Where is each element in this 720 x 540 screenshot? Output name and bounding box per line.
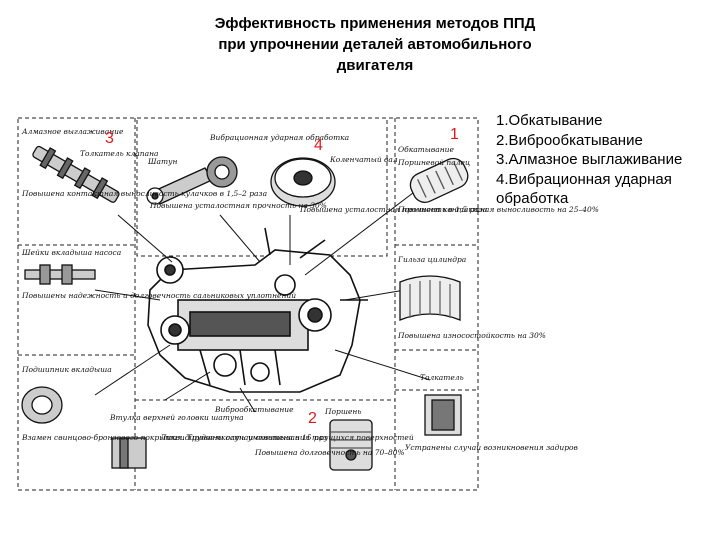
callout-sleeve-note: Ликвидированы случаи схватывания трущихс… [159, 433, 414, 442]
method-item-2: 2.Виброобкатывание [496, 131, 643, 149]
crankshaft-sketch [32, 145, 120, 203]
callout-rolling-title: Обкатывание [398, 145, 455, 154]
pump-shaft-sketch [24, 264, 96, 285]
title-line-1: Эффективность применения методов ППД [214, 15, 536, 32]
dashed-frames [17, 117, 479, 491]
leader-lines [94, 179, 431, 413]
callout-vibro-title: Вибрационная ударная обработка [209, 133, 349, 142]
engine-block [147, 227, 368, 393]
marker-1: 1 [450, 126, 459, 143]
page-title: Эффективность применения методов ППД при… [170, 13, 580, 76]
callout-rod-note: Повышена усталостная прочность на 30% [149, 201, 327, 210]
marker-3: 3 [105, 130, 114, 147]
gear-sketch [270, 157, 336, 207]
cylinder-sketch [399, 275, 461, 321]
liner-sketch [409, 157, 469, 203]
callout-crankshaft: Коленчатый вал [329, 155, 398, 164]
method-item-3: 3.Алмазное выглаживание [496, 151, 683, 168]
title-line-3: двигателя [336, 57, 414, 74]
callout-labels: Алмазное выглаживание Толкатель клапана … [21, 127, 599, 457]
callout-tappet-note: Устранены случаи возникновения задиров [405, 443, 579, 452]
callout-rod: Шатун [147, 157, 177, 166]
tappet-sketch [424, 394, 462, 436]
title-line-2: при упрочнении деталей автомобильного [218, 36, 532, 53]
callout-crankshaft-note: Повышена контактная выносливость кулачко… [21, 189, 267, 198]
callout-vibro-rolling: Виброобкатывание [214, 405, 294, 414]
callout-wear-note: Повышены надежность и долговечность саль… [21, 291, 296, 300]
callout-diamond: Алмазное выглаживание [21, 127, 124, 136]
callout-valve-pusher: Толкатель клапана [80, 149, 158, 158]
method-item-1: 1.Обкатывание [496, 112, 603, 129]
callout-cylinder: Гильза цилиндра [397, 255, 466, 264]
callout-bearing-note: Взамен свинцово-бронзового покрытия. Тру… [21, 433, 327, 442]
callout-cyl-note: Повышена износостойкость на 30% [397, 331, 546, 340]
rod-sketch [146, 156, 238, 205]
marker-4: 4 [314, 137, 323, 154]
sleeve-sketch [111, 437, 147, 469]
callout-piston-note: Повышена долговечность на 70–80% [254, 448, 405, 457]
callout-tappet: Толкатель [420, 373, 464, 382]
callout-piston-pin: Поршень [324, 407, 361, 416]
piston-sketch [329, 419, 373, 471]
part-sketches [21, 145, 469, 471]
callout-gear-note: Повышена усталостная прочность в 1,5 раз… [299, 205, 487, 214]
callout-sleeve: Втулка верхней головки шатуна [109, 413, 244, 422]
callout-bearing: Подшипник вкладыша [21, 365, 112, 374]
method-markers: 1 3 4 2 [105, 126, 459, 427]
method-item-4: 4.Вибрационная ударная обработка [496, 170, 672, 208]
bearing-sketch [21, 386, 63, 424]
methods-list: 1.Обкатывание 2.Виброобкатывание 3.Алмаз… [496, 111, 716, 209]
callout-liner-note: Повышена контактная выносливость на 25–4… [397, 205, 599, 214]
callout-pin-fillet: Шейки вкладыша насоса [21, 248, 121, 257]
marker-2: 2 [308, 410, 317, 427]
callout-liner: Поршневой палец [397, 158, 470, 167]
